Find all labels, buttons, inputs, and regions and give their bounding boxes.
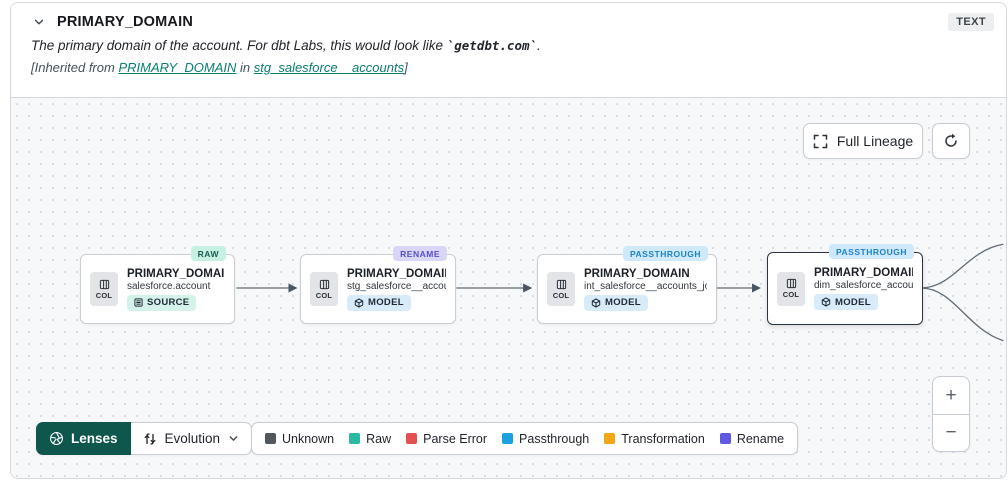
collapse-chevron-icon[interactable] (31, 14, 47, 30)
lineage-node-staging[interactable]: RENAME COL PRIMARY_DOMAIN stg_salesforce… (300, 246, 456, 324)
legend-swatch (265, 433, 276, 444)
column-lineage-panel: PRIMARY_DOMAIN TEXT The primary domain o… (10, 2, 1007, 479)
inherited-column-link[interactable]: PRIMARY_DOMAIN (118, 60, 237, 75)
legend-swatch (604, 433, 616, 444)
node-title: PRIMARY_DOMAIN__C (127, 267, 225, 280)
node-model-name: int_salesforce__accounts_joined (584, 280, 707, 292)
legend-swatch (502, 433, 514, 444)
full-lineage-button[interactable]: Full Lineage (803, 123, 923, 159)
node-title: PRIMARY_DOMAIN (584, 267, 690, 280)
resource-type-pill: MODEL (347, 294, 411, 311)
node-model-name: dim_salesforce_accounts (814, 280, 913, 291)
legend-item-raw: Raw (349, 432, 391, 446)
legend-item-unknown: Unknown (265, 432, 334, 446)
inherited-note: [Inherited from PRIMARY_DOMAIN in stg_sa… (31, 60, 408, 75)
inline-code: `getdbt.com` (446, 38, 538, 53)
aperture-icon (50, 432, 63, 445)
lenses-button[interactable]: Lenses (36, 422, 131, 455)
zoom-in-button[interactable]: + (933, 377, 969, 415)
lens-legend: Unknown Raw Parse Error Passthrough Tran… (251, 422, 799, 455)
resource-type-pill: MODEL (584, 294, 648, 311)
node-model-name: salesforce.account (127, 280, 211, 292)
status-badge: RAW (190, 246, 226, 261)
model-icon (354, 297, 364, 308)
refresh-icon (943, 133, 959, 149)
column-header: PRIMARY_DOMAIN TEXT The primary domain o… (11, 3, 1006, 85)
lineage-node-dim-selected[interactable]: PASSTHROUGH COL PRIMARY_DOMAIN dim_sales… (767, 244, 923, 325)
node-model-name: stg_salesforce__accounts (347, 280, 446, 292)
resource-type-pill: SOURCE (127, 294, 197, 311)
expand-icon (813, 134, 828, 149)
legend-item-transformation: Transformation (604, 432, 705, 446)
lineage-node-source[interactable]: RAW COL PRIMARY_DOMAIN__C salesforce.acc… (80, 246, 235, 324)
column-icon: COL (777, 271, 805, 306)
node-title: PRIMARY_DOMAIN (814, 267, 913, 279)
node-title: PRIMARY_DOMAIN (347, 267, 446, 280)
column-icon: COL (90, 272, 118, 306)
column-title: PRIMARY_DOMAIN (57, 14, 193, 30)
status-badge: PASSTHROUGH (829, 244, 914, 259)
legend-item-passthrough: Passthrough (502, 432, 589, 446)
lens-select-evolution[interactable]: Evolution (130, 422, 253, 455)
legend-swatch (349, 433, 361, 444)
model-icon (591, 297, 601, 308)
inherited-model-link[interactable]: stg_salesforce__accounts (253, 60, 405, 75)
evolution-icon (144, 432, 155, 445)
zoom-controls: + − (932, 376, 970, 452)
lenses-control: Lenses Evolution (36, 422, 253, 455)
lineage-canvas[interactable]: Full Lineage RAW COL PRIMARY_DOMAIN__C s… (11, 97, 1006, 478)
refresh-button[interactable] (932, 123, 970, 159)
column-icon: COL (310, 272, 338, 306)
column-type-badge: TEXT (948, 13, 994, 31)
resource-type-pill: MODEL (814, 294, 878, 310)
status-badge: RENAME (393, 246, 447, 261)
legend-item-parse-error: Parse Error (406, 432, 487, 446)
column-description: The primary domain of the account. For d… (31, 38, 541, 53)
zoom-out-button[interactable]: − (933, 415, 969, 452)
column-icon: COL (547, 272, 575, 306)
chevron-down-icon (229, 436, 238, 441)
legend-swatch (406, 433, 418, 444)
legend-swatch (719, 433, 731, 444)
source-icon (134, 298, 143, 307)
legend-item-rename: Rename (719, 432, 784, 446)
model-icon (821, 297, 831, 307)
lineage-node-intermediate[interactable]: PASSTHROUGH COL PRIMARY_DOMAIN int_sales… (537, 246, 717, 324)
status-badge: PASSTHROUGH (623, 246, 708, 261)
